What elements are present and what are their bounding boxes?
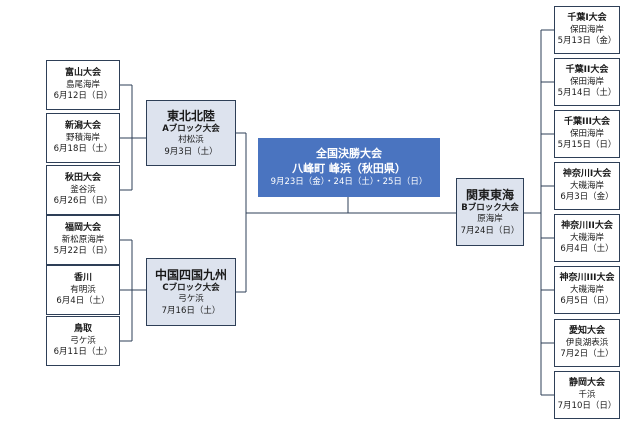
event-date: 7月2日（土）: [560, 349, 614, 360]
event-date: 6月4日（土）: [560, 244, 614, 255]
event-name: 千葉I大会: [567, 13, 607, 24]
event-name: 福岡大会: [64, 223, 101, 234]
block-a: 東北北陸 Aブロック大会 村松浜 9月3日（土）: [146, 100, 236, 166]
event-name: 神奈川I大会: [562, 169, 612, 180]
event-name: 秋田大会: [64, 173, 101, 184]
event-place: 伊良湖表浜: [565, 337, 609, 348]
event-aichi: 愛知大会 伊良湖表浜 7月2日（土）: [554, 319, 620, 367]
event-place: 島尾海岸: [65, 79, 100, 90]
event-name: 富山大会: [64, 68, 101, 79]
event-date: 6月12日（日）: [53, 91, 113, 102]
final-venue: 八峰町 峰浜（秋田県）: [292, 161, 406, 175]
block-c: 中国四国九州 Cブロック大会 弓ケ浜 7月16日（土）: [146, 258, 236, 326]
block-label: Aブロック大会: [162, 123, 220, 134]
event-date: 5月15日（日）: [557, 140, 617, 151]
block-label: Cブロック大会: [162, 282, 220, 293]
event-place: 弓ケ浜: [70, 335, 96, 346]
event-name: 香川: [73, 273, 92, 284]
event-tottori: 鳥取 弓ケ浜 6月11日（土）: [46, 316, 120, 366]
block-name: 関東東海: [465, 187, 514, 202]
event-place: 保田海岸: [569, 24, 604, 35]
event-name: 神奈川III大会: [559, 273, 615, 284]
event-name: 新潟大会: [64, 121, 101, 132]
block-place: 村松浜: [178, 135, 204, 146]
event-kagawa: 香川 有明浜 6月4日（土）: [46, 265, 120, 315]
block-b: 関東東海 Bブロック大会 原海岸 7月24日（日）: [456, 178, 524, 246]
event-kanagawa-3: 神奈川III大会 大磯海岸 6月5日（日）: [554, 266, 620, 314]
event-date: 6月5日（日）: [560, 296, 614, 307]
final-tournament: 全国決勝大会 八峰町 峰浜（秋田県） 9月23日（金）・24日（土）・25日（日…: [258, 138, 440, 197]
event-shizuoka: 静岡大会 千浜 7月10日（日）: [554, 371, 620, 419]
event-fukuoka: 福岡大会 新松原海岸 5月22日（日）: [46, 215, 120, 265]
event-date: 6月3日（金）: [560, 192, 614, 203]
event-chiba-1: 千葉I大会 保田海岸 5月13日（金）: [554, 6, 620, 54]
event-name: 鳥取: [73, 324, 92, 335]
event-date: 5月22日（日）: [53, 246, 113, 257]
event-place: 釜谷浜: [70, 184, 96, 195]
event-place: 保田海岸: [569, 76, 604, 87]
event-place: 大磯海岸: [569, 284, 604, 295]
event-date: 6月26日（日）: [53, 196, 113, 207]
final-dates: 9月23日（金）・24日（土）・25日（日）: [270, 176, 428, 187]
block-date: 9月3日（土）: [164, 146, 218, 157]
block-name: 中国四国九州: [154, 267, 227, 282]
event-place: 大磯海岸: [569, 232, 604, 243]
event-chiba-3: 千葉III大会 保田海岸 5月15日（日）: [554, 110, 620, 158]
event-place: 大磯海岸: [569, 180, 604, 191]
event-akita: 秋田大会 釜谷浜 6月26日（日）: [46, 165, 120, 215]
event-place: 新松原海岸: [61, 234, 105, 245]
event-toyama: 富山大会 島尾海岸 6月12日（日）: [46, 60, 120, 110]
event-niigata: 新潟大会 野積海岸 6月18日（土）: [46, 113, 120, 163]
event-chiba-2: 千葉II大会 保田海岸 5月14日（土）: [554, 58, 620, 106]
event-name: 千葉III大会: [563, 117, 611, 128]
event-place: 千浜: [578, 389, 596, 400]
event-kanagawa-2: 神奈川II大会 大磯海岸 6月4日（土）: [554, 214, 620, 262]
event-date: 6月18日（土）: [53, 144, 113, 155]
event-place: 有明浜: [70, 284, 96, 295]
event-name: 神奈川II大会: [561, 221, 613, 232]
event-date: 6月4日（土）: [56, 296, 110, 307]
event-place: 保田海岸: [569, 128, 604, 139]
event-date: 5月13日（金）: [557, 36, 617, 47]
block-place: 弓ケ浜: [178, 294, 204, 305]
block-place: 原海岸: [477, 214, 503, 225]
event-date: 7月10日（日）: [557, 401, 617, 412]
event-name: 千葉II大会: [565, 65, 609, 76]
event-name: 静岡大会: [568, 378, 605, 389]
block-label: Bブロック大会: [461, 202, 519, 213]
final-title: 全国決勝大会: [316, 146, 382, 160]
event-date: 5月14日（土）: [557, 88, 617, 99]
block-date: 7月16日（土）: [161, 305, 221, 316]
block-name: 東北北陸: [166, 108, 215, 123]
block-date: 7月24日（日）: [460, 225, 520, 236]
event-name: 愛知大会: [568, 326, 605, 337]
event-kanagawa-1: 神奈川I大会 大磯海岸 6月3日（金）: [554, 162, 620, 210]
event-place: 野積海岸: [65, 132, 100, 143]
event-date: 6月11日（土）: [53, 347, 113, 358]
